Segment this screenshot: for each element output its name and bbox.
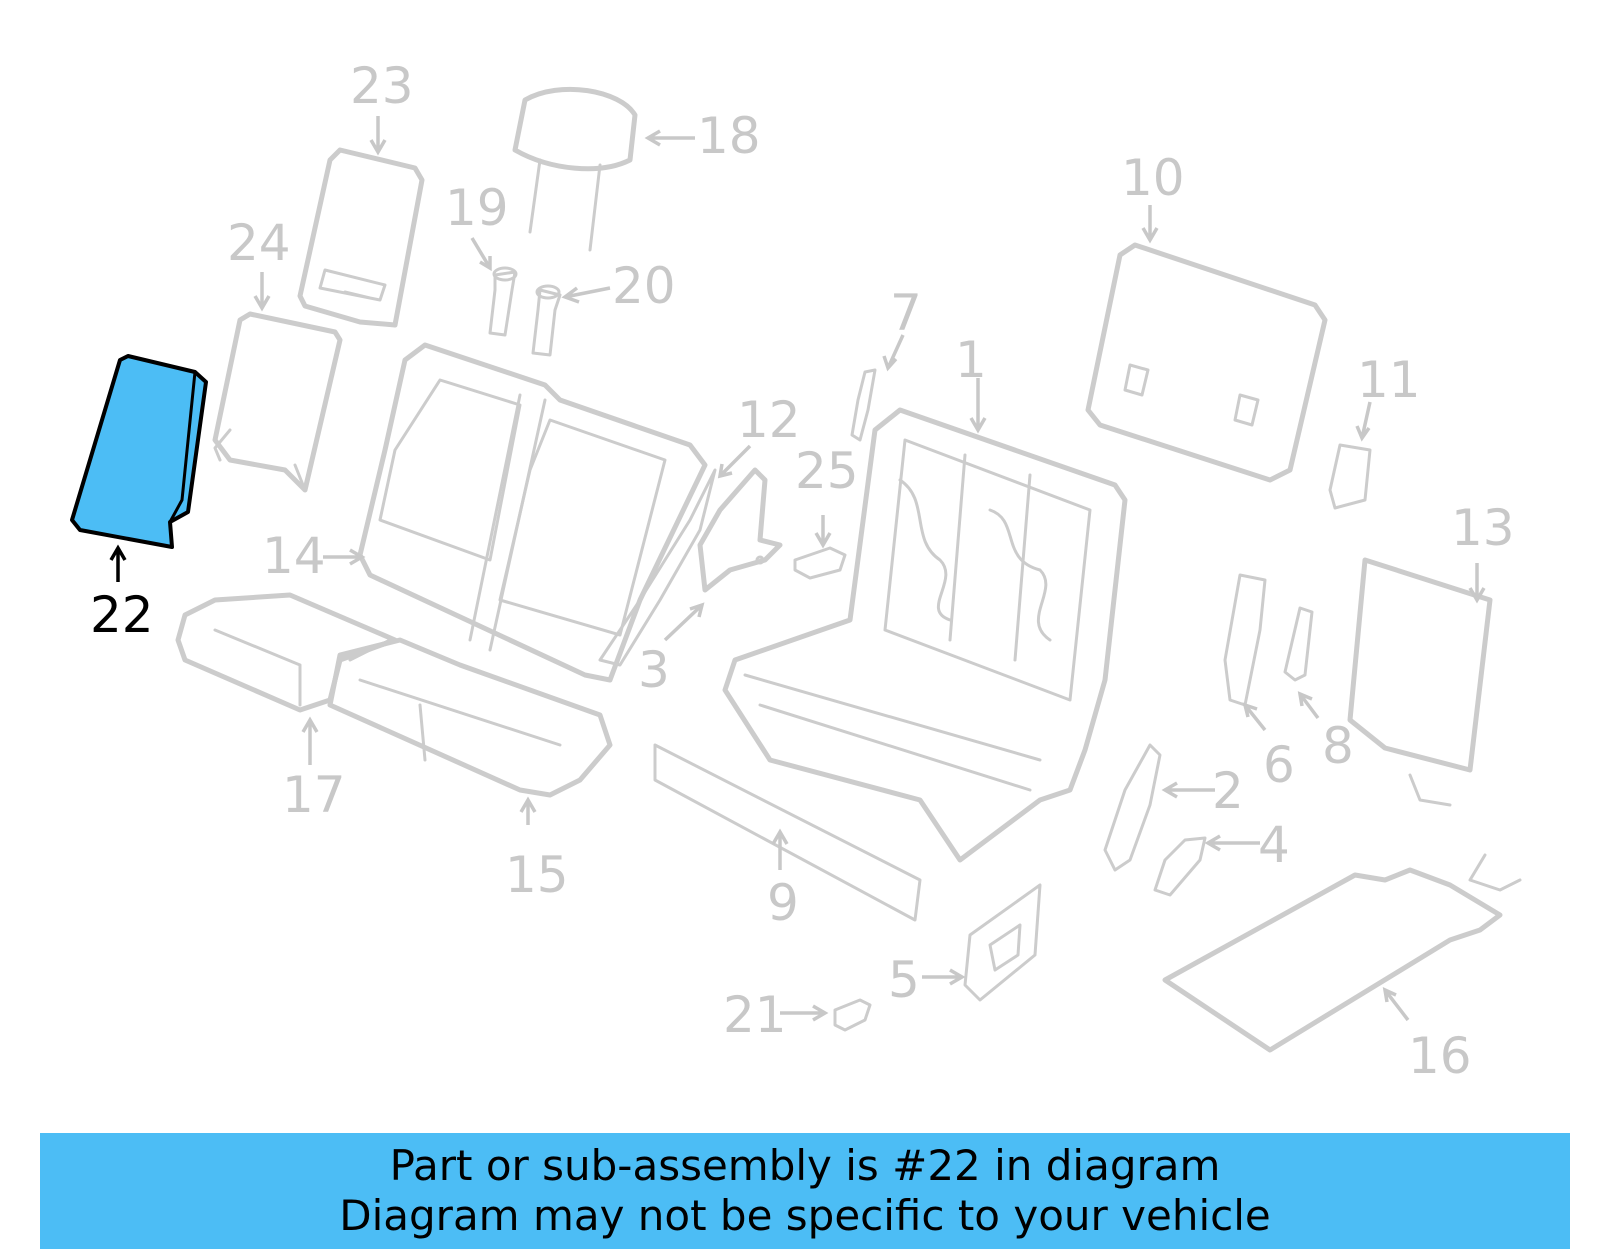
callout-16[interactable]: 16 (1408, 1027, 1472, 1085)
part-19 (488, 266, 518, 337)
part-18 (512, 86, 638, 252)
part-21 (833, 998, 872, 1032)
callout-22[interactable]: 22 (90, 586, 154, 644)
callout-7[interactable]: 7 (890, 284, 922, 342)
callout-15[interactable]: 15 (505, 846, 569, 904)
part-13 (1347, 557, 1493, 807)
callout-20[interactable]: 20 (612, 257, 676, 315)
callout-21[interactable]: 21 (723, 986, 787, 1044)
part-22-highlighted[interactable] (70, 354, 208, 549)
callout-5[interactable]: 5 (888, 951, 920, 1009)
callout-10[interactable]: 10 (1121, 149, 1185, 207)
callout-8[interactable]: 8 (1322, 717, 1354, 775)
part-25 (793, 546, 847, 580)
part-6 (1223, 573, 1267, 707)
info-banner: Part or sub-assembly is #22 in diagram D… (40, 1133, 1570, 1249)
part-23 (297, 147, 425, 328)
callout-14[interactable]: 14 (262, 527, 326, 585)
part-11 (1328, 443, 1372, 510)
callout-18[interactable]: 18 (697, 107, 761, 165)
part-20 (531, 284, 562, 357)
part-2 (1103, 743, 1162, 872)
callout-19[interactable]: 19 (445, 179, 509, 237)
leader-arrows (109, 116, 1486, 1022)
part-8 (1283, 606, 1314, 682)
callout-11[interactable]: 11 (1357, 351, 1421, 409)
part-16 (1162, 853, 1522, 1053)
part-24 (212, 311, 343, 493)
banner-line-1: Part or sub-assembly is #22 in diagram (389, 1141, 1221, 1190)
part-7 (850, 368, 877, 442)
callout-6[interactable]: 6 (1263, 736, 1295, 794)
callout-17[interactable]: 17 (282, 766, 346, 824)
callout-25[interactable]: 25 (795, 442, 859, 500)
part-3 (697, 467, 783, 593)
part-12 (598, 468, 717, 667)
part-5 (963, 883, 1042, 1002)
part-9 (653, 743, 922, 922)
callout-1[interactable]: 1 (955, 331, 987, 389)
callout-13[interactable]: 13 (1451, 499, 1515, 557)
part-14 (357, 342, 708, 683)
part-1 (722, 407, 1128, 863)
banner-line-2: Diagram may not be specific to your vehi… (339, 1191, 1271, 1240)
callout-2[interactable]: 2 (1212, 762, 1244, 820)
callout-labels: 1 2 3 4 5 6 7 8 9 10 11 12 13 14 15 16 1… (90, 57, 1515, 1085)
callout-23[interactable]: 23 (350, 57, 414, 115)
callout-4[interactable]: 4 (1258, 816, 1290, 874)
part-10 (1085, 242, 1328, 483)
part-15 (327, 637, 613, 798)
callout-3[interactable]: 3 (638, 641, 670, 699)
callout-9[interactable]: 9 (767, 874, 799, 932)
callout-24[interactable]: 24 (227, 214, 291, 272)
part-4 (1153, 836, 1207, 897)
callout-12[interactable]: 12 (737, 391, 801, 449)
